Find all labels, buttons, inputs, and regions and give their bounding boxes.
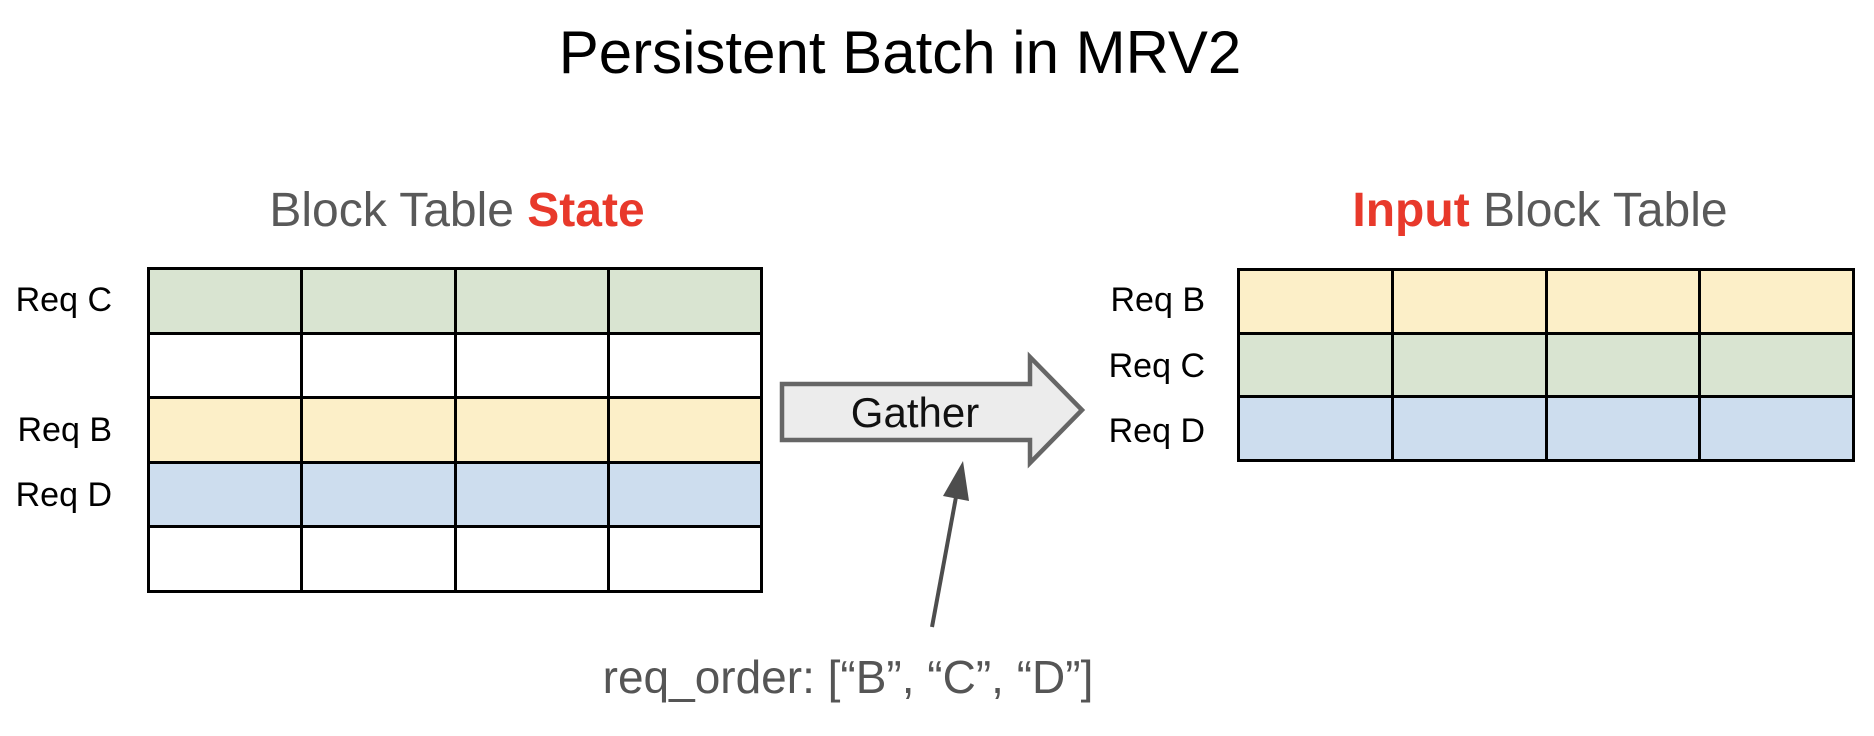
table-cell <box>1548 334 1702 396</box>
state-table-title-prefix: Block Table <box>269 184 528 237</box>
gather-arrow <box>779 351 1086 469</box>
table-cell <box>303 528 457 590</box>
table-cell <box>1701 398 1852 459</box>
input-row-label-req-c: Req C <box>1108 347 1205 385</box>
table-cell <box>150 463 304 526</box>
table-row <box>1240 334 1852 399</box>
table-row <box>150 528 760 590</box>
input-row-label-req-d: Req D <box>1108 412 1205 450</box>
table-cell <box>1548 398 1702 460</box>
diagram-title: Persistent Batch in MRV2 <box>558 19 1242 86</box>
state-row-label-req-b: Req B <box>17 411 113 449</box>
table-cell <box>610 335 760 397</box>
table-cell <box>303 399 457 461</box>
table-cell <box>1240 398 1394 460</box>
table-cell <box>150 334 304 397</box>
table-cell <box>1701 271 1852 332</box>
state-table-title-highlight: State <box>527 184 645 237</box>
table-cell <box>457 270 610 332</box>
req-order-text: req_order: [“B”, “C”, “D”] <box>602 651 1094 703</box>
table-cell <box>303 463 457 526</box>
table-cell <box>303 270 457 332</box>
req-order-arrow-line <box>930 496 958 628</box>
table-cell <box>150 270 304 332</box>
state-block-table <box>147 267 763 593</box>
table-cell <box>1394 398 1548 460</box>
gather-label: Gather <box>851 389 979 436</box>
table-cell <box>1394 271 1548 332</box>
input-table-title-suffix: Block Table <box>1469 184 1728 237</box>
table-cell <box>1240 334 1394 396</box>
table-cell <box>150 399 304 461</box>
table-row <box>1240 398 1852 460</box>
state-table-title: Block Table State <box>269 184 644 238</box>
input-block-table <box>1237 268 1855 462</box>
table-row <box>150 334 760 400</box>
table-cell <box>610 399 760 461</box>
state-row-label-req-c: Req C <box>15 281 112 319</box>
state-row-label-req-d: Req D <box>15 476 112 514</box>
table-cell <box>457 334 610 397</box>
table-cell <box>1240 271 1394 332</box>
table-row <box>150 270 760 335</box>
table-cell <box>610 528 760 590</box>
table-cell <box>1394 334 1548 396</box>
table-cell <box>457 463 610 526</box>
input-table-title: Input Block Table <box>1352 184 1727 238</box>
table-row <box>1240 271 1852 335</box>
table-row <box>150 463 760 529</box>
req-order-arrow-head <box>943 461 969 501</box>
table-cell <box>610 270 760 332</box>
table-cell <box>1701 335 1852 396</box>
table-cell <box>1548 271 1702 332</box>
table-cell <box>610 464 760 526</box>
table-cell <box>150 528 304 590</box>
input-table-title-highlight: Input <box>1352 184 1470 237</box>
table-cell <box>303 334 457 397</box>
table-row <box>150 399 760 464</box>
table-cell <box>457 528 610 590</box>
table-cell <box>457 399 610 461</box>
input-row-label-req-b: Req B <box>1110 281 1206 319</box>
